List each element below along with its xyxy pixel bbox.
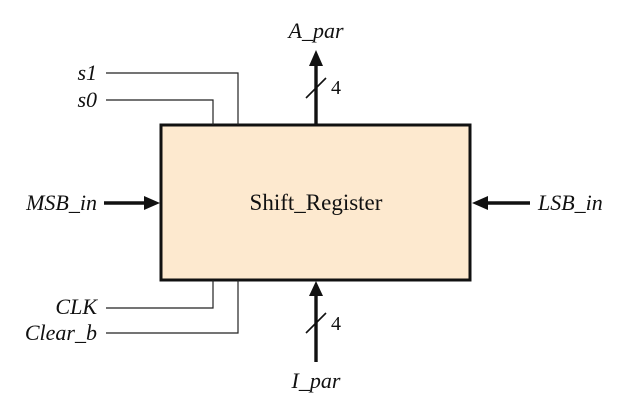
lsb-in-arrowhead (472, 196, 488, 210)
a-par-label: A_par (287, 18, 344, 43)
block-label: Shift_Register (250, 190, 383, 215)
s0-label: s0 (77, 87, 97, 112)
a-par-arrowhead (309, 50, 323, 66)
a-par-bus-slash (305, 77, 327, 99)
clk-wire (106, 280, 214, 309)
i-par-label: I_par (291, 368, 341, 393)
clk-label: CLK (55, 294, 98, 319)
clear-b-label: Clear_b (25, 320, 97, 345)
a-par-bus-width: 4 (331, 77, 341, 99)
lsb-in-label: LSB_in (537, 190, 603, 215)
i-par-bus-slash (305, 312, 327, 334)
s1-label: s1 (77, 60, 97, 85)
i-par-arrowhead (309, 281, 323, 296)
shift-register-block (159, 123, 472, 282)
msb-in-label: MSB_in (25, 190, 97, 215)
msb-in-arrowhead (144, 196, 160, 210)
i-par-bus-width: 4 (331, 313, 341, 335)
s1-wire (106, 72, 239, 125)
s0-wire (106, 99, 214, 125)
clear-b-wire (106, 280, 239, 334)
